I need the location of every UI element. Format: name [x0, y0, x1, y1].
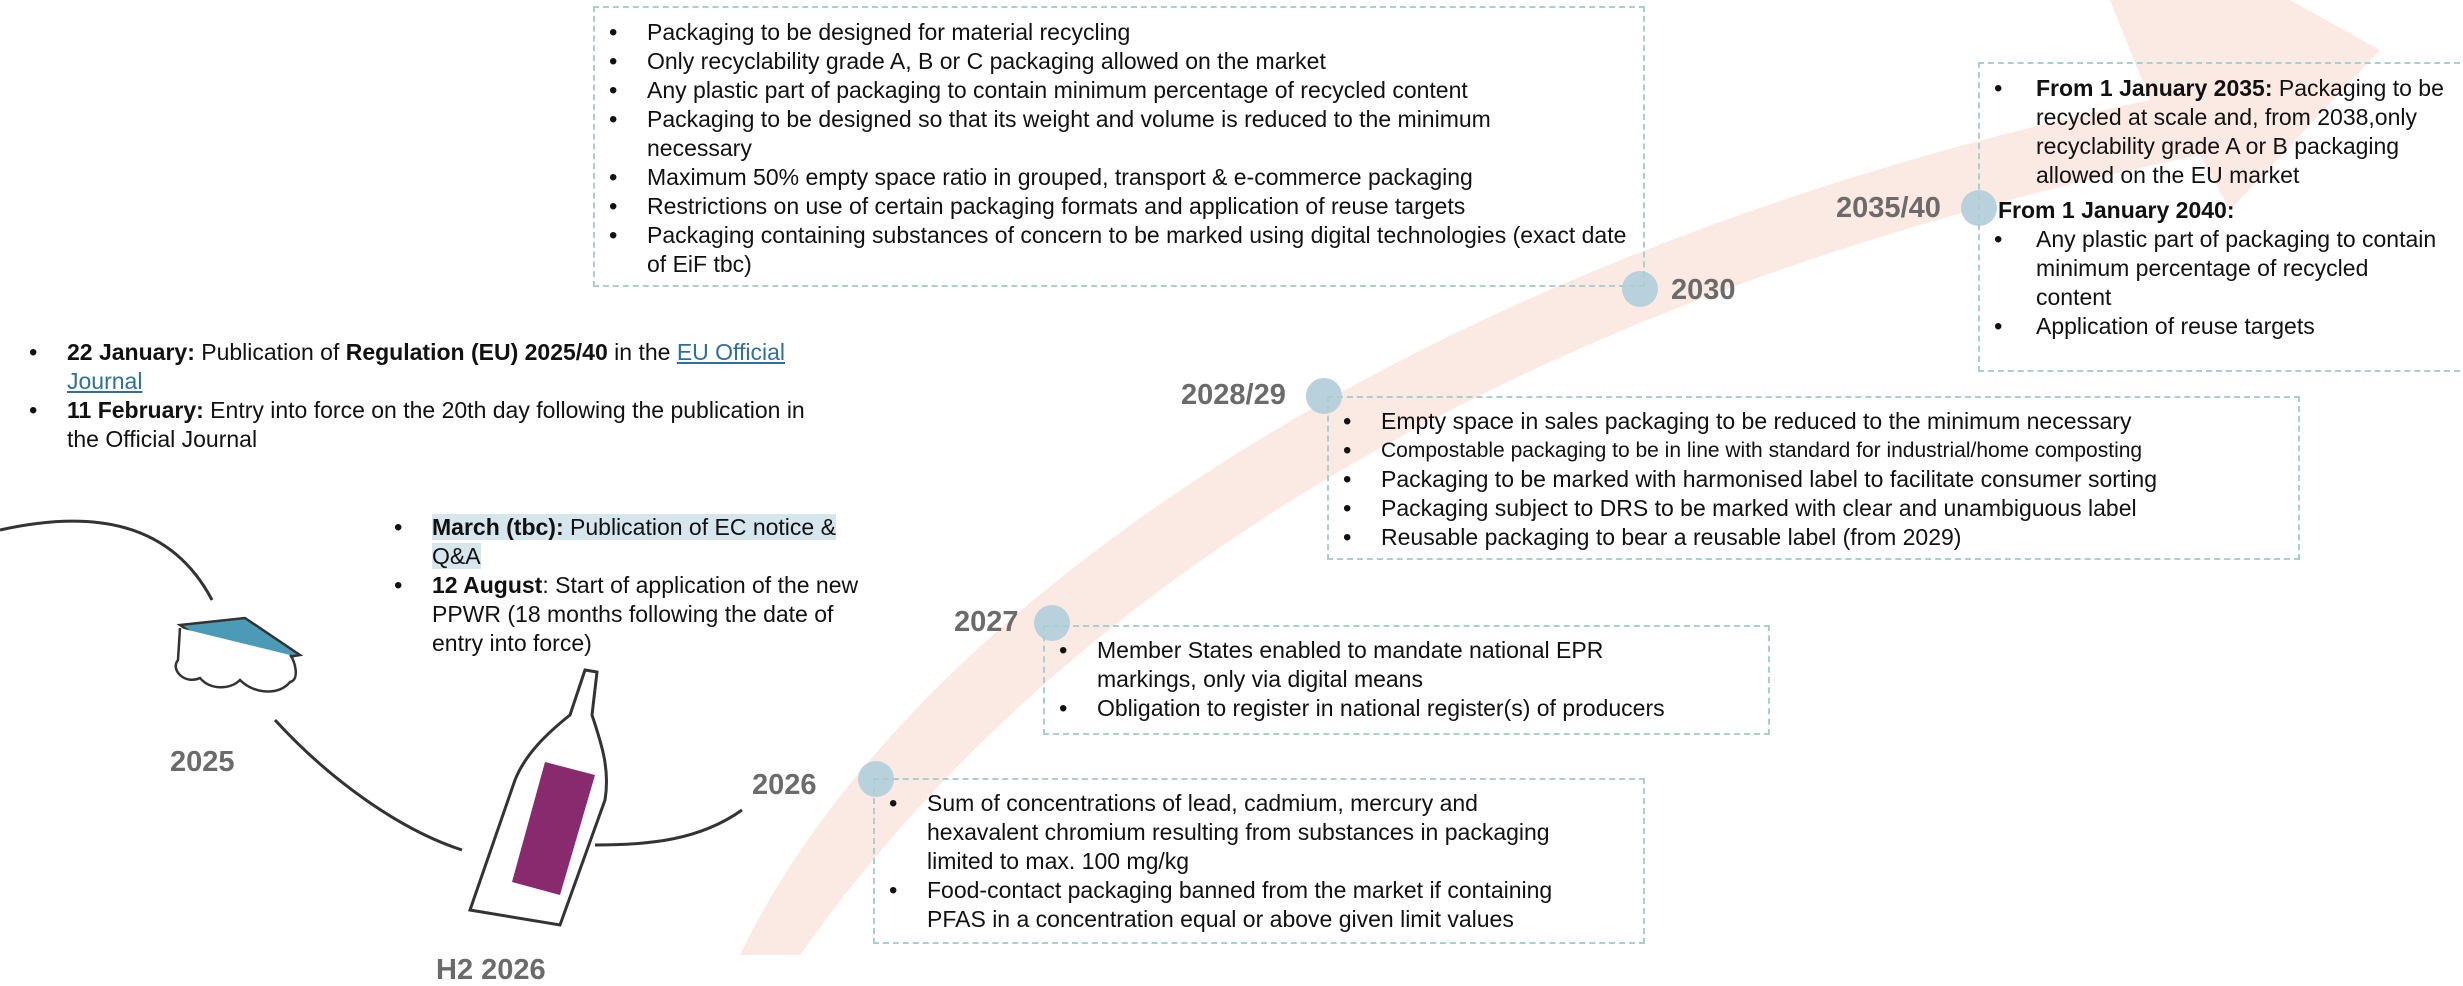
food-package-icon — [174, 616, 304, 693]
year-2030: 2030 — [1671, 274, 1736, 306]
box-2030-item: Packaging to be designed for material re… — [595, 18, 1605, 47]
box-2030-item: Packaging containing substances of conce… — [595, 221, 1647, 279]
eu-official-journal-link[interactable]: EU Official Journal — [67, 339, 786, 394]
intro-list: 22 January: Publication of Regulation (E… — [15, 338, 830, 454]
year-h2-2026: H2 2026 — [436, 954, 546, 986]
year-2027: 2027 — [954, 606, 1019, 638]
box-2030-item: Only recyclability grade A, B or C packa… — [595, 47, 1605, 76]
box-2027-item: Member States enabled to mandate nationa… — [1045, 636, 1695, 694]
intro-item-22-january: 22 January: Publication of Regulation (E… — [15, 338, 830, 396]
box-2035-40: From 1 January 2035: Packaging to be rec… — [1978, 62, 2460, 372]
wiggle-line-top — [0, 519, 214, 601]
year-2026: 2026 — [752, 769, 817, 801]
box-2026-item: Food-contact packaging banned from the m… — [875, 876, 1607, 934]
box-2030-item: Maximum 50% empty space ratio in grouped… — [595, 163, 1605, 192]
box-2027-item: Obligation to register in national regis… — [1045, 694, 1695, 723]
milestone-dot-2027 — [1034, 605, 1070, 641]
wiggle-line-mid — [273, 718, 463, 852]
box-2030-item: Restrictions on use of certain packaging… — [595, 192, 1605, 221]
year-2025: 2025 — [170, 746, 235, 778]
box-2030-item: Any plastic part of packaging to contain… — [595, 76, 1605, 105]
note-march: March (tbc): Publication of EC notice & … — [380, 513, 890, 571]
box-2028-item: Compostable packaging to be in line with… — [1329, 436, 2279, 465]
illustration — [0, 519, 743, 927]
wiggle-line-right — [594, 808, 743, 847]
box-2030-item: Packaging to be designed so that its wei… — [595, 105, 1567, 163]
intro-item-11-february: 11 February: Entry into force on the 20t… — [15, 396, 830, 454]
item-2035: From 1 January 2035: Packaging to be rec… — [1980, 74, 2450, 190]
item-2040: Application of reuse targets — [1980, 312, 2450, 341]
box-2026-item: Sum of concentrations of lead, cadmium, … — [875, 789, 1587, 876]
box-2028-item: Empty space in sales packaging to be red… — [1329, 407, 2279, 436]
note-12-august: 12 August: Start of application of the n… — [380, 571, 890, 658]
item-2040: Any plastic part of packaging to contain… — [1980, 225, 2450, 312]
box-2028-29: Empty space in sales packaging to be red… — [1327, 396, 2300, 560]
box-2028-item: Packaging subject to DRS to be marked wi… — [1329, 494, 2279, 523]
year-2028-29: 2028/29 — [1181, 379, 1286, 411]
bottle-icon — [468, 668, 609, 927]
heading-2040: From 1 January 2040: — [1998, 197, 2235, 223]
year-2035-40: 2035/40 — [1836, 192, 1941, 224]
box-2028-item: Packaging to be marked with harmonised l… — [1329, 465, 2279, 494]
h2-2026-notes: March (tbc): Publication of EC notice & … — [380, 513, 890, 658]
box-2027: Member States enabled to mandate nationa… — [1043, 625, 1770, 735]
box-2028-item: Reusable packaging to bear a reusable la… — [1329, 523, 2279, 552]
box-2026: Sum of concentrations of lead, cadmium, … — [873, 778, 1645, 944]
box-2030: Packaging to be designed for material re… — [593, 6, 1645, 287]
